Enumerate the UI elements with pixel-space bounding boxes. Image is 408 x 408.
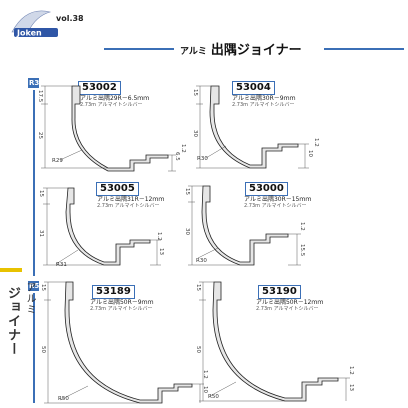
profile-53002 [71,85,169,172]
product-name: アルミ出隅30R－15ｍｍ [244,196,312,203]
product-code: 53002 [78,81,121,95]
dims-53005 [43,187,161,266]
product-spec: 2.73m アルマイトシルバー [90,306,153,312]
svg-text:Joken: Joken [16,29,42,38]
sidebar-category-main: ジョイナー [5,286,20,356]
dim-label: 1.2 [202,370,208,379]
dims-53002 [41,85,176,172]
product-spec: 2.73m アルマイトシルバー [80,102,143,108]
dims-53189 [44,281,204,404]
sidebar-category: アルミ ジョイナー [3,282,37,356]
section-rule-r50 [33,293,35,403]
dim-label: 15.5 [299,244,305,257]
product-code: 53190 [258,285,301,299]
brand-logo-graphic: Joken [11,10,58,38]
product-code: 53004 [232,81,275,95]
dim-label: 50 [40,346,46,353]
dim-label: 13 [348,384,354,391]
dim-label: 1.2 [313,138,319,147]
section-tag-r50: R50 [28,281,45,291]
product-name: アルミ出隅30R－9ｍｍ [232,95,296,102]
product-name: アルミ出隅31R－12ｍｍ [97,196,165,203]
profile-53004 [209,85,299,169]
profile-53005 [65,187,151,266]
product-code: 53000 [245,182,288,196]
radius-label: R29 [52,158,63,164]
dim-label: 1.2 [156,232,162,241]
sidebar-category-bar [0,268,22,272]
dim-label: 15 [184,188,190,195]
dim-label: 1.2 [180,144,186,153]
radius-label: R31 [56,262,67,268]
radius-label: R50 [208,394,219,400]
product-name: アルミ出隅50R－12ｍｍ [256,299,324,306]
page-title-main: 出隅ジョイナー [210,43,302,58]
radius-label: R30 [197,156,208,162]
product-desc: アルミ出隅31R－12ｍｍ 2.73m アルマイトシルバー [97,196,164,210]
product-spec: 2.73m アルマイトシルバー [256,306,319,312]
dim-label: 10 [307,150,313,157]
product-desc: アルミ出隅50R－9ｍｍ 2.73m アルマイトシルバー [90,299,154,313]
dim-label: 25 [37,132,43,139]
dims-53000 [188,185,301,266]
profile-53189 [64,281,193,404]
page-title: アルミ出隅ジョイナー [180,39,302,58]
dim-label: 15 [192,89,198,96]
dim-label: 30 [192,130,198,137]
sidebar-category-prefix: アルミ [24,282,35,315]
product-desc: アルミ出隅50R－12ｍｍ 2.73m アルマイトシルバー [256,299,323,313]
profile-53190 [212,281,339,402]
title-bar-graphic [104,40,404,58]
product-spec: 2.73m アルマイトシルバー [232,102,295,108]
product-spec: 2.73m アルマイトシルバー [97,203,160,209]
dim-label: 50 [195,346,201,353]
section-rule-r30 [33,90,35,276]
dim-label: 10 [202,386,208,393]
radius-label: R50 [58,396,69,402]
dim-label: 30 [184,228,190,235]
section-tag-r30: R30 [28,78,45,88]
dim-label: 31 [38,230,44,237]
product-name: アルミ出隅29R－6.5ｍｍ [80,95,150,102]
dims-53004 [196,85,309,169]
volume-label: vol.38 [56,14,84,23]
radius-label: R30 [196,258,207,264]
product-code: 53005 [96,182,139,196]
dim-label: 15 [40,284,46,291]
dim-label: 15 [195,284,201,291]
dim-label: 1.2 [299,222,305,231]
product-desc: アルミ出隅30R－15ｍｍ 2.73m アルマイトシルバー [244,196,311,210]
product-desc: アルミ出隅29R－6.5ｍｍ 2.73m アルマイトシルバー [80,95,149,109]
product-desc: アルミ出隅30R－9ｍｍ 2.73m アルマイトシルバー [232,95,296,109]
title-bar [104,40,404,58]
dims-53190 [199,281,350,402]
dim-label: 15 [38,190,44,197]
brand-logo: Joken [6,4,76,38]
dim-label: 1.2 [348,366,354,375]
product-code: 53189 [92,285,135,299]
page-title-prefix: アルミ [180,47,207,57]
dim-label: 13 [158,248,164,255]
dim-label: 6.5 [174,152,180,161]
product-name: アルミ出隅50R－9ｍｍ [90,299,154,306]
profile-53000 [201,185,289,266]
dim-label: 17.5 [37,90,43,103]
product-spec: 2.73m アルマイトシルバー [244,203,307,209]
